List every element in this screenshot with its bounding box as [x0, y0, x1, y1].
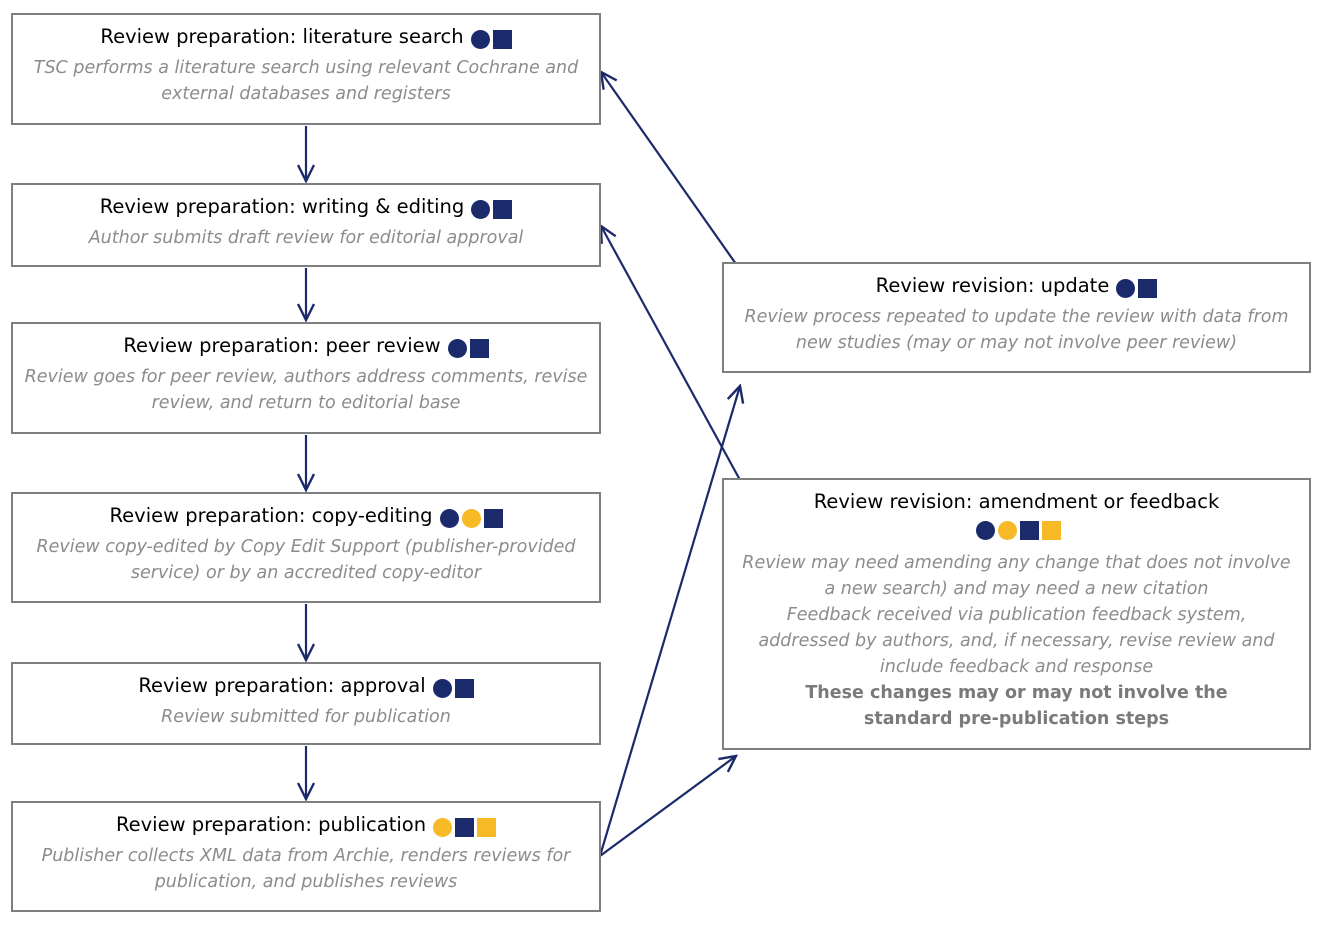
step-title: Review preparation: writing & editing — [99, 195, 465, 218]
step-title: Review revision: update — [875, 274, 1110, 297]
role-markers — [437, 506, 503, 530]
step-note: These changes may or may not involve the… — [805, 683, 1228, 729]
filled-square-icon — [493, 200, 513, 219]
filled-square-icon — [469, 339, 489, 358]
filled-circle-icon — [997, 521, 1017, 540]
step-title: Review preparation: publication — [115, 813, 427, 836]
step-description-amendment: Review may need amending any change that… — [742, 553, 1291, 599]
step-title: Review preparation: approval — [138, 674, 426, 697]
filled-square-icon — [492, 30, 512, 49]
step-description: Publisher collects XML data from Archie,… — [41, 846, 571, 892]
step-revision-update: Review revision: update Review process r… — [722, 262, 1311, 373]
filled-circle-icon — [439, 509, 459, 528]
arrow-publication-to-update — [598, 386, 740, 857]
step-title: Review revision: amendment or feedback — [813, 490, 1220, 513]
filled-circle-icon — [461, 509, 481, 528]
step-title: Review preparation: copy-editing — [109, 504, 433, 527]
step-description: Review copy-edited by Copy Edit Support … — [36, 537, 576, 583]
role-markers — [430, 676, 474, 700]
step-description: Review goes for peer review, authors add… — [24, 367, 588, 413]
step-approval: Review preparation: approval Review subm… — [11, 662, 601, 745]
step-description: TSC performs a literature search using r… — [33, 58, 579, 104]
role-markers — [468, 27, 512, 51]
arrow-amendment-to-writing — [601, 226, 741, 481]
filled-square-icon — [477, 818, 497, 837]
step-description: Author submits draft review for editoria… — [88, 228, 524, 248]
step-copy-editing: Review preparation: copy-editing Review … — [11, 492, 601, 603]
filled-circle-icon — [975, 521, 995, 540]
arrow-update-to-literature-search — [601, 72, 737, 265]
arrow-publication-to-amendment — [599, 756, 736, 857]
step-title: Review preparation: peer review — [123, 334, 441, 357]
step-description: Review submitted for publication — [161, 707, 451, 727]
filled-circle-icon — [1116, 279, 1136, 298]
step-peer-review: Review preparation: peer review Review g… — [11, 322, 601, 434]
role-markers — [430, 815, 497, 839]
step-description: Review process repeated to update the re… — [744, 307, 1289, 353]
filled-circle-icon — [432, 679, 452, 698]
filled-square-icon — [455, 818, 475, 837]
step-revision-amendment: Review revision: amendment or feedback R… — [722, 478, 1311, 750]
step-literature-search: Review preparation: literature search TS… — [11, 13, 601, 125]
filled-square-icon — [1041, 521, 1061, 540]
role-markers — [973, 520, 1061, 540]
filled-circle-icon — [471, 200, 491, 219]
filled-square-icon — [1019, 521, 1039, 540]
step-title: Review preparation: literature search — [100, 25, 464, 48]
filled-circle-icon — [447, 339, 467, 358]
step-description-feedback: Feedback received via publication feedba… — [758, 605, 1275, 677]
step-publication: Review preparation: publication Publishe… — [11, 801, 601, 912]
filled-circle-icon — [433, 818, 453, 837]
role-markers — [445, 336, 489, 360]
filled-square-icon — [454, 679, 474, 698]
filled-square-icon — [1138, 279, 1158, 298]
filled-circle-icon — [470, 30, 490, 49]
filled-square-icon — [483, 509, 503, 528]
role-markers — [1113, 276, 1158, 300]
role-markers — [468, 197, 513, 221]
step-writing-editing: Review preparation: writing & editing Au… — [11, 183, 601, 267]
